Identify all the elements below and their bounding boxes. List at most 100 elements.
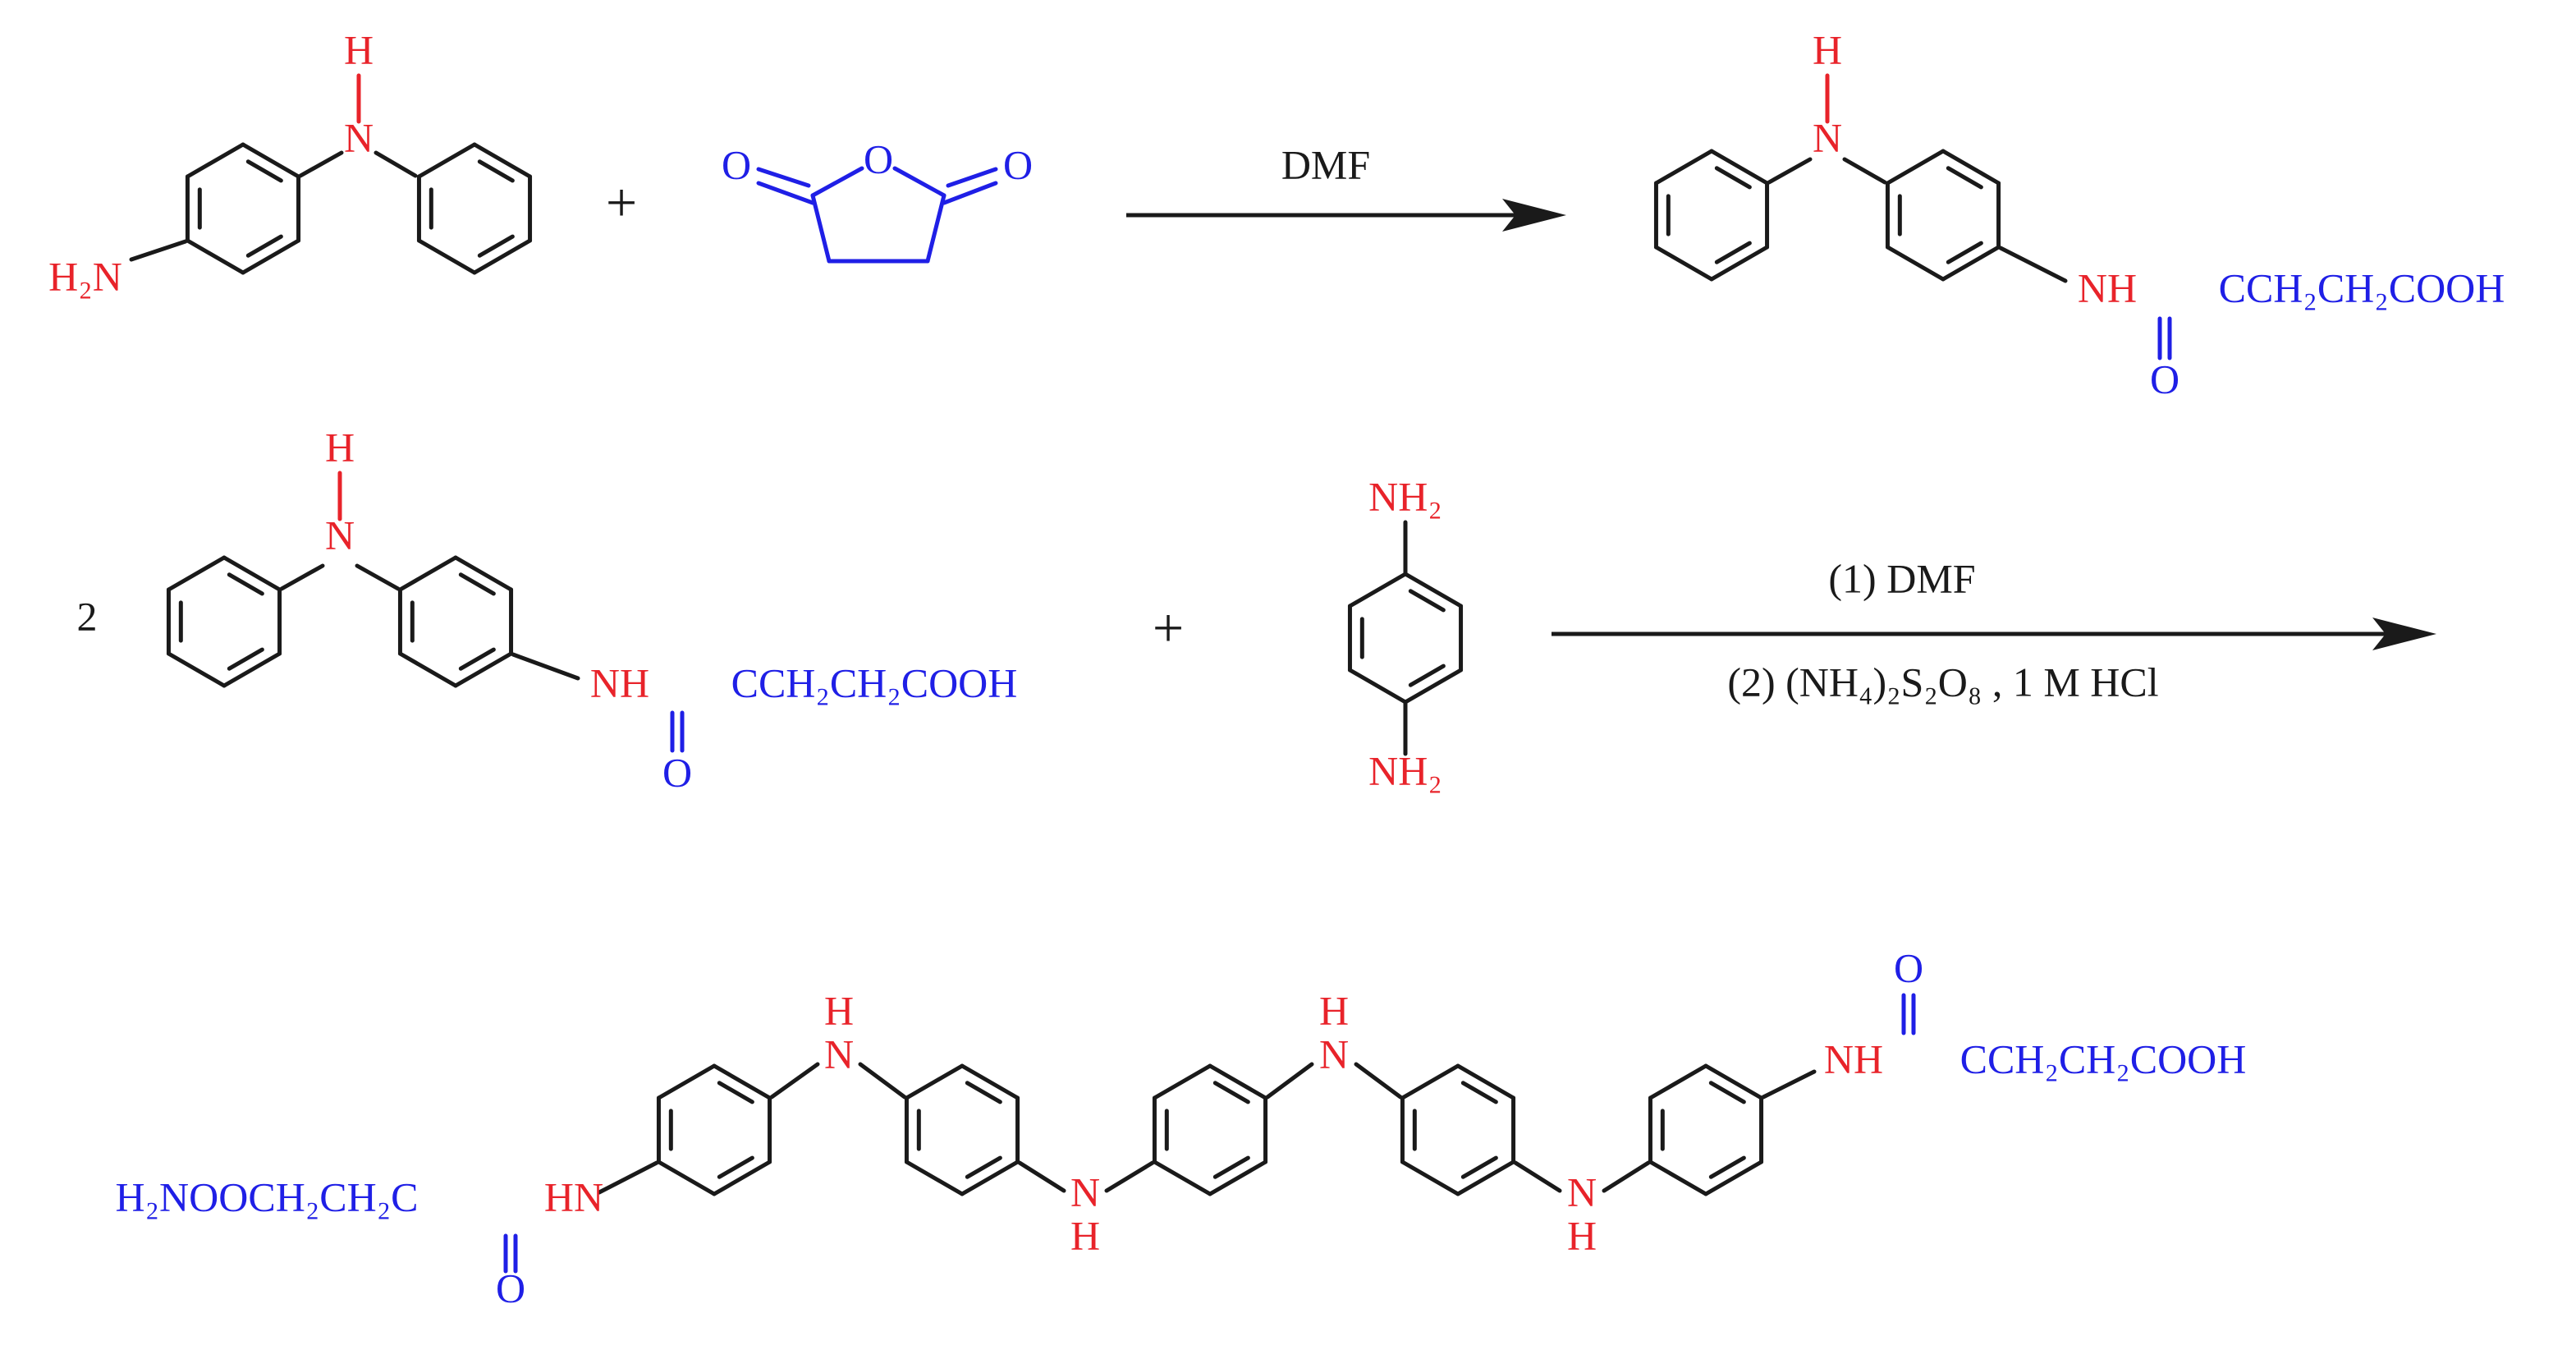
ring-product-4-double-bond <box>1460 1155 1498 1179</box>
ring-phenylenediamine-edge <box>1403 668 1464 705</box>
ring-product-4-edge <box>1455 1063 1516 1100</box>
ring-phenyl-edge <box>416 142 477 179</box>
bond <box>858 1062 907 1100</box>
label-31: H <box>1567 1212 1597 1258</box>
bond <box>1104 1160 1155 1193</box>
label-13: 2 <box>77 593 98 639</box>
label-35: H₂NOOCH₂CH₂C <box>116 1173 419 1219</box>
label-30: N <box>1567 1169 1597 1215</box>
ring-aminophenyl-edge <box>241 238 301 275</box>
ring-p1-para-edge <box>1941 149 2001 186</box>
bond-lines <box>129 73 2172 1274</box>
label-9: N <box>1813 114 1842 160</box>
label-23: (2) (NH₄)₂S₂O₈ , 1 M HCl <box>1727 659 2158 705</box>
ring-phenyl-edge <box>472 238 533 275</box>
ring-p1-para-edge <box>1885 149 1946 186</box>
c-nh-bond <box>511 652 580 681</box>
ring-aminophenyl-edge <box>185 238 245 275</box>
label-20: NH₂ <box>1368 473 1442 519</box>
ring-r2-para-edge <box>397 651 458 688</box>
ring-product-1-double-bond <box>717 1081 754 1104</box>
ring-p1-phenyl-edge <box>1709 245 1770 282</box>
bond <box>810 193 832 264</box>
label-10: NH <box>2078 264 2137 310</box>
label-22: (1) DMF <box>1828 555 1975 601</box>
ring-product-2-double-bond <box>965 1155 1002 1179</box>
label-25: N <box>824 1031 854 1077</box>
ring-r2-phenyl-edge <box>166 651 227 688</box>
ring-p1-phenyl-edge <box>1653 149 1714 186</box>
arrow-step2-head <box>2372 618 2436 650</box>
ring-p1-phenyl-edge <box>1709 149 1770 186</box>
label-18: O <box>662 749 692 795</box>
c-nh2-bond <box>129 239 188 262</box>
label-7: DMF <box>1281 141 1370 187</box>
c-nh-bond <box>597 1160 659 1195</box>
label-6: O <box>1003 141 1033 187</box>
bond <box>355 563 401 591</box>
ring-product-3-edge <box>1152 1063 1212 1100</box>
bond <box>810 166 864 198</box>
label-17: CCH₂CH₂COOH <box>731 659 1018 705</box>
label-37: O <box>496 1265 525 1311</box>
ring-product-4-double-bond <box>1460 1081 1498 1104</box>
ring-phenyl-double-bond <box>477 234 515 258</box>
ring-phenyl-edge <box>472 142 533 179</box>
bond <box>756 181 815 205</box>
ring-r2-phenyl-edge <box>166 555 227 592</box>
ring-p1-para-edge <box>1885 245 1946 282</box>
bond <box>1265 1062 1314 1100</box>
label-2: H₂N <box>48 253 122 299</box>
bond <box>946 167 998 188</box>
label-4: O <box>864 135 893 181</box>
label-3: + <box>606 172 637 234</box>
ring-product-1-edge <box>656 1063 717 1100</box>
ring-product-1-edge <box>712 1063 772 1100</box>
ring-product-5-double-bond <box>1708 1081 1746 1104</box>
ring-product-4-edge <box>1455 1159 1516 1196</box>
ring-p1-phenyl-double-bond <box>1714 166 1752 190</box>
ring-r2-phenyl-edge <box>222 555 282 592</box>
ring-p1-para-double-bond <box>1946 241 1983 264</box>
bond <box>1602 1160 1651 1193</box>
ring-phenylenediamine-double-bond <box>1408 589 1446 613</box>
ring-product-3-double-bond <box>1212 1081 1250 1104</box>
bond <box>1767 157 1813 185</box>
bond <box>925 193 947 264</box>
ring-phenylenediamine-double-bond <box>1408 664 1446 687</box>
label-29: H <box>1070 1212 1100 1258</box>
ring-phenyl-edge <box>416 238 477 275</box>
label-1: N <box>344 114 374 160</box>
arrow-step1-head <box>1502 199 1566 232</box>
ring-product-3-edge <box>1208 1159 1268 1196</box>
c-nh-bond <box>1761 1069 1817 1100</box>
ring-r2-para-double-bond <box>458 572 496 596</box>
ring-aminophenyl-edge <box>241 142 301 179</box>
bond <box>769 1062 820 1100</box>
ring-product-2-edge <box>960 1159 1020 1196</box>
ring-r2-para-edge <box>453 555 514 592</box>
ring-r2-para-double-bond <box>458 647 496 671</box>
label-5: O <box>722 141 751 187</box>
label-27: N <box>1319 1031 1349 1077</box>
ring-product-5-edge <box>1703 1159 1764 1196</box>
ring-product-5-double-bond <box>1708 1155 1746 1179</box>
ring-aminophenyl-double-bond <box>245 234 283 258</box>
ring-phenylenediamine-edge <box>1347 668 1408 705</box>
ring-product-1-edge <box>712 1159 772 1196</box>
c-nh-bond <box>1998 246 2068 283</box>
bond <box>1842 157 1887 185</box>
bond <box>1017 1160 1066 1193</box>
label-19: + <box>1153 597 1184 659</box>
label-32: O <box>1894 944 1923 990</box>
ring-aminophenyl-edge <box>185 142 245 179</box>
label-12: O <box>2150 356 2180 402</box>
ring-phenylenediamine-edge <box>1347 572 1408 608</box>
ring-r2-phenyl-double-bond <box>227 647 264 671</box>
ring-product-2-edge <box>904 1159 965 1196</box>
label-11: CCH₂CH₂COOH <box>2219 264 2505 310</box>
bond <box>892 166 947 198</box>
ring-product-5-edge <box>1648 1063 1708 1100</box>
label-24: H <box>824 987 854 1033</box>
